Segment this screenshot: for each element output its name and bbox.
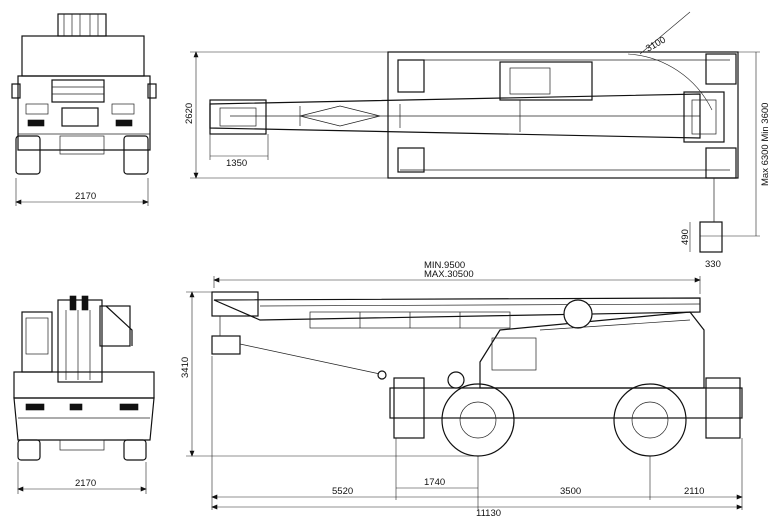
rear-width-label: 2170: [75, 478, 96, 489]
side-view: MIN.9500 MAX.30500 3410 1740 5520 3500 2…: [180, 260, 743, 519]
top-view: 3100 2620 1350 Max 6300 Min 3600 490 330: [184, 11, 771, 270]
front-width-label: 2170: [75, 191, 96, 202]
top-overhang-label: 1350: [226, 158, 247, 169]
rear-overhang-label: 2110: [684, 486, 704, 497]
boom-length-max-label: MAX.30500: [424, 269, 474, 280]
front-axle-offset-label: 1740: [424, 477, 445, 488]
front-overhang-label: 5520: [332, 486, 353, 497]
boom-length-min-label: MIN.9500: [424, 260, 465, 271]
overall-length-label: 11130: [476, 508, 501, 519]
pad-width-label: 330: [705, 259, 721, 270]
rear-view: 2170: [13, 295, 155, 494]
top-width-label: 2620: [184, 103, 195, 124]
outrigger-span-label: Max 6300 Min 3600: [760, 103, 771, 186]
pad-height-label: 490: [680, 229, 691, 245]
overall-height-label: 3410: [180, 357, 191, 378]
front-view: 2170: [11, 13, 157, 206]
wheelbase-label: 3500: [560, 486, 581, 497]
